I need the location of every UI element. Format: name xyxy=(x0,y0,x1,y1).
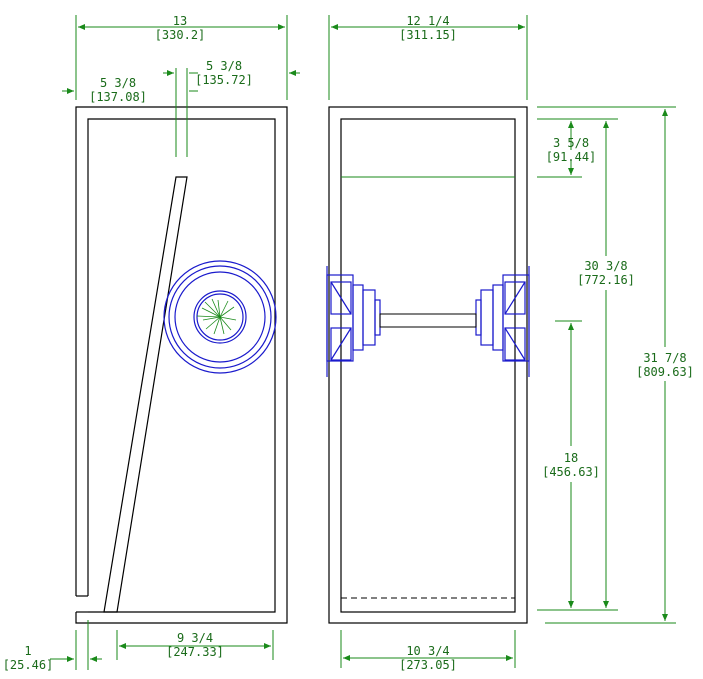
dim-side-inner-width-imperial: 10 3/4 xyxy=(406,644,449,658)
vertical-extension-lines xyxy=(537,106,676,624)
dim-panel-thickness-metric: [25.46] xyxy=(3,658,54,672)
side-outer-outline xyxy=(328,106,528,624)
dim-overall-width-metric: [330.2] xyxy=(155,28,206,42)
dim-inner-height-imperial: 30 3/8 xyxy=(584,259,627,273)
dim-slot: 5 3/8 [137.08] 5 3/8 [135.72] xyxy=(62,59,300,157)
dim-driver-height: 18 [456.63] xyxy=(542,323,600,608)
front-view: 13 [330.2] 5 3/8 [137.08] 5 3/8 [135.72]… xyxy=(3,14,300,672)
front-inner-outline xyxy=(87,118,276,613)
dim-panel-thickness-imperial: 1 xyxy=(24,644,31,658)
dim-overall-height: 31 7/8 [809.63] xyxy=(636,109,694,621)
dim-port-width-metric: [247.33] xyxy=(166,645,224,659)
dim-overall-width-imperial: 13 xyxy=(173,14,187,28)
dim-inner-height: 30 3/8 [772.16] xyxy=(577,121,635,608)
dim-top-chamber: 3 5/8 [91.44] xyxy=(546,121,597,175)
dim-driver-height-metric: [456.63] xyxy=(542,465,600,479)
dim-inner-height-metric: [772.16] xyxy=(577,273,635,287)
dim-port-width: 9 3/4 [247.33] xyxy=(116,630,274,660)
dim-panel-thickness: 1 [25.46] xyxy=(3,620,102,672)
dim-slot-left-metric: [137.08] xyxy=(89,90,147,104)
dim-slot-left-imperial: 5 3/8 xyxy=(100,76,136,90)
dim-side-inner-width: 10 3/4 [273.05] xyxy=(340,630,516,672)
side-view: 12 1/4 [311.15] 10 3/4 [273.05] 3 5/8 [9… xyxy=(326,14,694,672)
dustcap-lines xyxy=(196,298,237,335)
slanted-baffle xyxy=(103,176,188,613)
side-driver-left xyxy=(326,266,381,377)
dim-top-chamber-imperial: 3 5/8 xyxy=(553,136,589,150)
dim-overall-height-metric: [809.63] xyxy=(636,365,694,379)
dim-overall-width: 13 [330.2] xyxy=(75,14,288,100)
dim-port-width-imperial: 9 3/4 xyxy=(177,631,213,645)
connecting-rod xyxy=(379,313,477,328)
dim-side-inner-width-metric: [273.05] xyxy=(399,658,457,672)
dim-overall-height-imperial: 31 7/8 xyxy=(643,351,686,365)
dim-side-width: 12 1/4 [311.15] xyxy=(328,14,528,100)
side-inner-outline xyxy=(340,118,516,613)
front-driver xyxy=(163,260,277,374)
side-driver-right xyxy=(475,266,530,377)
dim-side-width-metric: [311.15] xyxy=(399,28,457,42)
dim-top-chamber-metric: [91.44] xyxy=(546,150,597,164)
dim-driver-height-imperial: 18 xyxy=(564,451,578,465)
front-outer-outline xyxy=(75,106,288,624)
dim-slot-right-metric: [135.72] xyxy=(195,73,253,87)
dim-slot-right-imperial: 5 3/8 xyxy=(206,59,242,73)
dim-side-width-imperial: 12 1/4 xyxy=(406,14,449,28)
